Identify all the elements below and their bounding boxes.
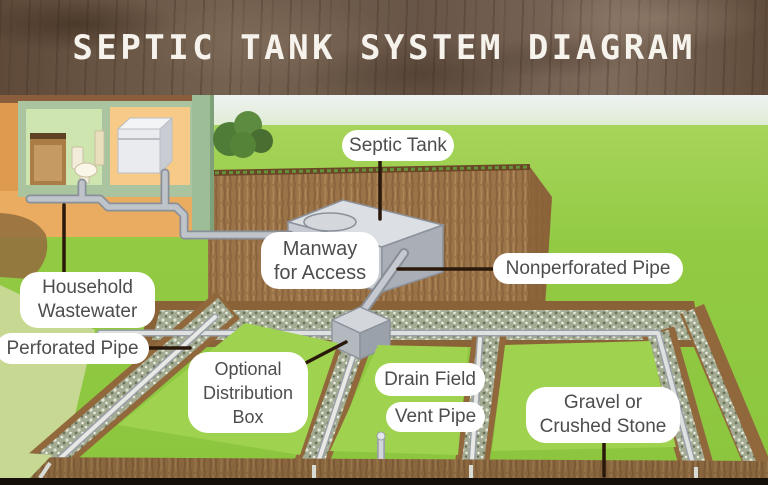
bush: [213, 111, 273, 158]
label-drain-field: Drain Field: [375, 363, 485, 396]
label-household-wastewater: Household Wastewater: [20, 272, 155, 328]
label-optional-distribution-box: Optional Distribution Box: [188, 352, 308, 433]
front-soil-face: [0, 451, 768, 478]
label-septic-tank: Septic Tank: [342, 130, 454, 161]
house-cross-section: [0, 95, 295, 240]
cabinet: [30, 133, 66, 185]
plumbing-stack: [94, 130, 105, 166]
septic-system-illustration: [0, 95, 768, 478]
label-vent-pipe: Vent Pipe: [386, 402, 485, 432]
label-manway-for-access: Manway for Access: [261, 232, 379, 289]
label-gravel-or-crushed-stone: Gravel or Crushed Stone: [526, 387, 680, 443]
soil-mound: [0, 213, 48, 279]
house-drain-pipes: [25, 168, 295, 240]
drain-field-right-edge: [680, 303, 768, 477]
label-nonperforated-pipe: Nonperforated Pipe: [493, 253, 683, 284]
manway-lid: [303, 212, 357, 232]
toilet: [71, 146, 98, 184]
page-title: SEPTIC TANK SYSTEM DIAGRAM: [72, 27, 696, 68]
label-perforated-pipe: Perforated Pipe: [0, 333, 149, 364]
washing-machine: [116, 116, 174, 175]
illustration-scene: Septic Tank Manway for Access Nonperfora…: [0, 95, 768, 478]
footer-bar: [0, 478, 768, 485]
header-banner: SEPTIC TANK SYSTEM DIAGRAM: [0, 0, 768, 95]
